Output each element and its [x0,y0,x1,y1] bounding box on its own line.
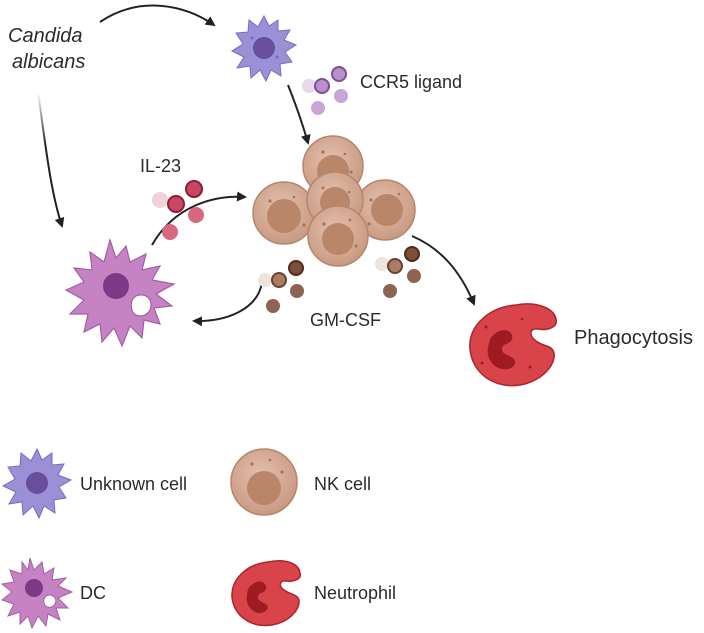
neutrophil-icon [231,560,302,627]
il23-particles [152,180,204,240]
gmcsf-particles-left [258,260,304,313]
dc-icon [0,557,74,630]
nk-cell-cluster [252,135,416,267]
nk-cell [354,179,416,241]
arrow-candida-to-dc [37,91,65,228]
nk-cell-icon [230,448,298,516]
arrow-nk-to-neutrophil [411,235,476,306]
arrow-unknown-to-nk [287,84,311,145]
unknown-cell [230,14,298,83]
legend-label-dc: DC [80,583,106,603]
unknown-cell-icon [1,447,73,520]
legend: Unknown cell NK cell DC Neutrophil [0,447,396,630]
arrow-gmcsf-to-dc [192,281,263,327]
legend-label-neutrophil: Neutrophil [314,583,396,603]
label-gm-csf: GM-CSF [310,310,381,330]
label-ccr5-ligand: CCR5 ligand [360,72,462,92]
nk-cell [307,205,369,267]
label-candida: Candida [8,25,83,47]
legend-label-unknown-cell: Unknown cell [80,474,187,494]
gmcsf-particles-right [375,246,421,298]
arrow-candida-to-unknown [99,4,216,27]
ccr5-ligand-particles [302,66,348,115]
dendritic-cell [64,237,176,348]
neutrophil [469,303,557,387]
label-il23: IL-23 [140,156,181,176]
arrow-il23-to-nk [151,191,247,246]
label-phagocytosis: Phagocytosis [574,327,693,349]
label-albicans: albicans [12,51,85,73]
legend-label-nk-cell: NK cell [314,474,371,494]
nk-cell [252,181,316,245]
